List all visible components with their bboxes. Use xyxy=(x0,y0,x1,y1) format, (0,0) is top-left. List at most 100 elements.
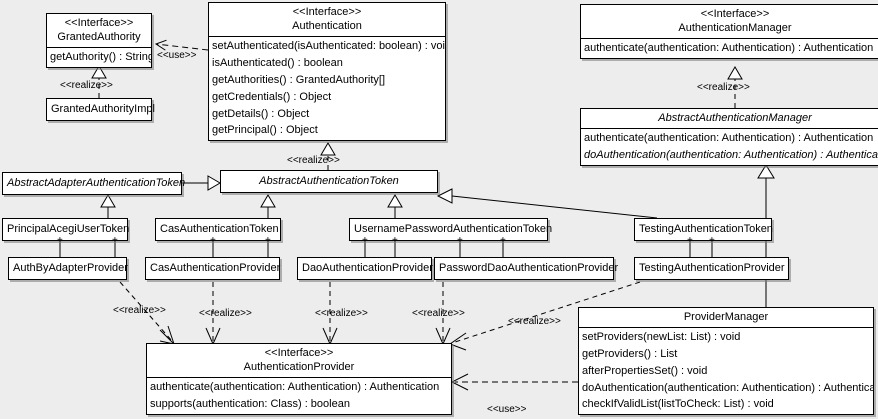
class-header: CasAuthenticationToken xyxy=(156,219,280,240)
operation-row: doAuthentication(authentication: Authent… xyxy=(582,381,873,394)
edge-label-realize-auth-by-adapter: <<realize>> xyxy=(113,305,166,316)
edge-label-realize-authentication: <<realize>> xyxy=(287,155,340,166)
class-name: ProviderManager xyxy=(683,311,769,323)
class-name: DaoAuthenticationProvider xyxy=(302,262,433,274)
operations-compartment: setAuthenticated(isAuthenticated: boolea… xyxy=(209,37,445,140)
class-cas-authentication-provider[interactable]: CasAuthenticationProvider xyxy=(145,257,281,281)
class-auth-by-adapter-provider[interactable]: AuthByAdapterProvider xyxy=(8,257,128,281)
class-name: Authentication xyxy=(292,20,362,33)
operation-row: authenticate(authentication: Authenticat… xyxy=(584,42,874,55)
operation-row: afterPropertiesSet() : void xyxy=(582,364,708,377)
operations-compartment: authenticate(authentication: Authenticat… xyxy=(581,39,878,58)
operation-row: authenticate(authentication: Authenticat… xyxy=(584,132,874,145)
operations-compartment: authenticate(authentication: Authenticat… xyxy=(147,378,451,414)
association-plus-marker: + xyxy=(362,235,368,246)
class-header: GrantedAuthorityImpl xyxy=(47,99,155,120)
operation-row: getPrincipal() : Object xyxy=(212,124,318,137)
class-header: <<Interface>> AuthenticationProvider xyxy=(147,344,451,379)
operation-row: supports(authentication: Class) : boolea… xyxy=(150,398,350,410)
class-name: AuthByAdapterProvider xyxy=(13,262,128,274)
class-header: <<Interface>> AuthenticationManager xyxy=(581,5,878,40)
operation-row: getAuthority() : String xyxy=(50,51,151,64)
class-header: AbstractAuthenticationManager xyxy=(581,109,878,130)
class-name: PrincipalAcegiUserToken xyxy=(7,223,130,235)
edge-label-realize-granted-authority: <<realize>> xyxy=(60,80,113,91)
class-password-dao-authentication-provider[interactable]: PasswordDaoAuthenticationProvider xyxy=(434,257,619,281)
class-header: PasswordDaoAuthenticationProvider xyxy=(435,258,619,279)
operations-compartment: setProviders(newList: List) : void getPr… xyxy=(579,328,873,414)
class-principal-acegi-user-token[interactable]: PrincipalAcegiUserToken xyxy=(2,218,130,242)
stereotype-label: <<Interface>> xyxy=(64,17,134,29)
operation-row: doAuthentication(authentication: Authent… xyxy=(584,148,878,161)
class-testing-authentication-token[interactable]: TestingAuthenticationToken xyxy=(634,218,773,242)
class-name: GrantedAuthority xyxy=(57,31,141,44)
class-name: TestingAuthenticationProvider xyxy=(639,262,785,274)
association-plus-marker: + xyxy=(57,235,63,246)
edge-label-use-provider-manager: <<use>> xyxy=(487,404,527,415)
operations-compartment: getAuthority() : String xyxy=(47,48,151,67)
edge-label-realize-testing-provider: <<realize>> xyxy=(508,316,561,327)
association-plus-marker: + xyxy=(687,235,693,246)
class-header: AbstractAuthenticationToken xyxy=(221,171,437,192)
association-plus-marker: + xyxy=(112,235,118,246)
association-plus-marker: + xyxy=(392,235,398,246)
stereotype-label: <<Interface>> xyxy=(264,347,334,359)
class-abstract-adapter-authentication-token[interactable]: AbstractAdapterAuthenticationToken xyxy=(2,172,186,196)
class-header: DaoAuthenticationProvider xyxy=(298,258,433,279)
class-header: AuthByAdapterProvider xyxy=(9,258,128,279)
class-granted-authority[interactable]: <<Interface>> GrantedAuthority getAuthor… xyxy=(46,13,152,68)
class-name: TestingAuthenticationToken xyxy=(639,223,773,235)
class-name: AbstractAuthenticationManager xyxy=(658,112,812,124)
edge-label-realize-cas-provider: <<realize>> xyxy=(199,308,252,319)
class-name: AbstractAdapterAuthenticationToken xyxy=(7,177,186,189)
class-name: CasAuthenticationToken xyxy=(160,223,279,235)
edge-label-realize-dao-provider: <<realize>> xyxy=(315,308,368,319)
association-plus-marker: + xyxy=(457,235,463,246)
class-header: TestingAuthenticationToken xyxy=(635,219,773,240)
operation-row: authenticate(authentication: Authenticat… xyxy=(150,381,440,394)
class-header: CasAuthenticationProvider xyxy=(146,258,281,279)
class-header: PrincipalAcegiUserToken xyxy=(3,219,130,240)
stereotype-label: <<Interface>> xyxy=(292,6,362,18)
class-name: PasswordDaoAuthenticationProvider xyxy=(439,262,619,274)
class-header: AbstractAdapterAuthenticationToken xyxy=(3,173,186,194)
operation-row: getAuthorities() : GrantedAuthority[] xyxy=(212,73,386,86)
edge-label-realize-password-dao-provider: <<realize>> xyxy=(412,308,465,319)
class-header: ProviderManager xyxy=(579,308,873,329)
association-plus-marker: + xyxy=(500,235,506,246)
class-header: <<Interface>> Authentication xyxy=(209,3,445,38)
class-granted-authority-impl[interactable]: GrantedAuthorityImpl xyxy=(46,98,155,122)
class-username-password-authentication-token[interactable]: UsernamePasswordAuthenticationToken xyxy=(349,218,553,242)
association-plus-marker: + xyxy=(210,235,216,246)
class-authentication[interactable]: <<Interface>> Authentication setAuthenti… xyxy=(208,2,446,142)
class-abstract-authentication-manager[interactable]: AbstractAuthenticationManager authentica… xyxy=(580,108,878,166)
class-authentication-manager[interactable]: <<Interface>> AuthenticationManager auth… xyxy=(580,4,878,59)
class-header: <<Interface>> GrantedAuthority xyxy=(47,14,151,49)
class-testing-authentication-provider[interactable]: TestingAuthenticationProvider xyxy=(634,257,789,281)
class-name: AuthenticationManager xyxy=(678,22,792,35)
stereotype-label: <<Interface>> xyxy=(700,8,770,20)
operation-row: isAuthenticated() : boolean xyxy=(212,57,343,69)
edge-label-realize-authentication-manager: <<realize>> xyxy=(697,82,750,93)
operation-row: setAuthenticated(isAuthenticated: boolea… xyxy=(212,40,445,53)
class-name: GrantedAuthorityImpl xyxy=(51,103,155,115)
class-authentication-provider[interactable]: <<Interface>> AuthenticationProvider aut… xyxy=(146,343,452,415)
operation-row: getDetails() : Object xyxy=(212,107,310,120)
class-name: AbstractAuthenticationToken xyxy=(259,175,399,187)
class-abstract-authentication-token[interactable]: AbstractAuthenticationToken xyxy=(220,170,438,194)
operation-row: getCredentials() : Object xyxy=(212,90,332,103)
class-cas-authentication-token[interactable]: CasAuthenticationToken xyxy=(155,218,281,242)
class-header: UsernamePasswordAuthenticationToken xyxy=(350,219,553,240)
operations-compartment: authenticate(authentication: Authenticat… xyxy=(581,129,878,165)
class-name: UsernamePasswordAuthenticationToken xyxy=(354,223,553,235)
class-name: AuthenticationProvider xyxy=(243,361,355,374)
class-header: TestingAuthenticationProvider xyxy=(635,258,788,279)
edge-label-use-granted-authority: <<use>> xyxy=(157,50,197,61)
class-provider-manager[interactable]: ProviderManager setProviders(newList: Li… xyxy=(578,307,874,416)
class-name: CasAuthenticationProvider xyxy=(150,262,281,274)
class-dao-authentication-provider[interactable]: DaoAuthenticationProvider xyxy=(297,257,433,281)
operation-row: checkIfValidList(listToCheck: List) : vo… xyxy=(582,398,774,411)
operation-row: getProviders() : List xyxy=(582,347,678,360)
operation-row: setProviders(newList: List) : void xyxy=(582,331,741,344)
